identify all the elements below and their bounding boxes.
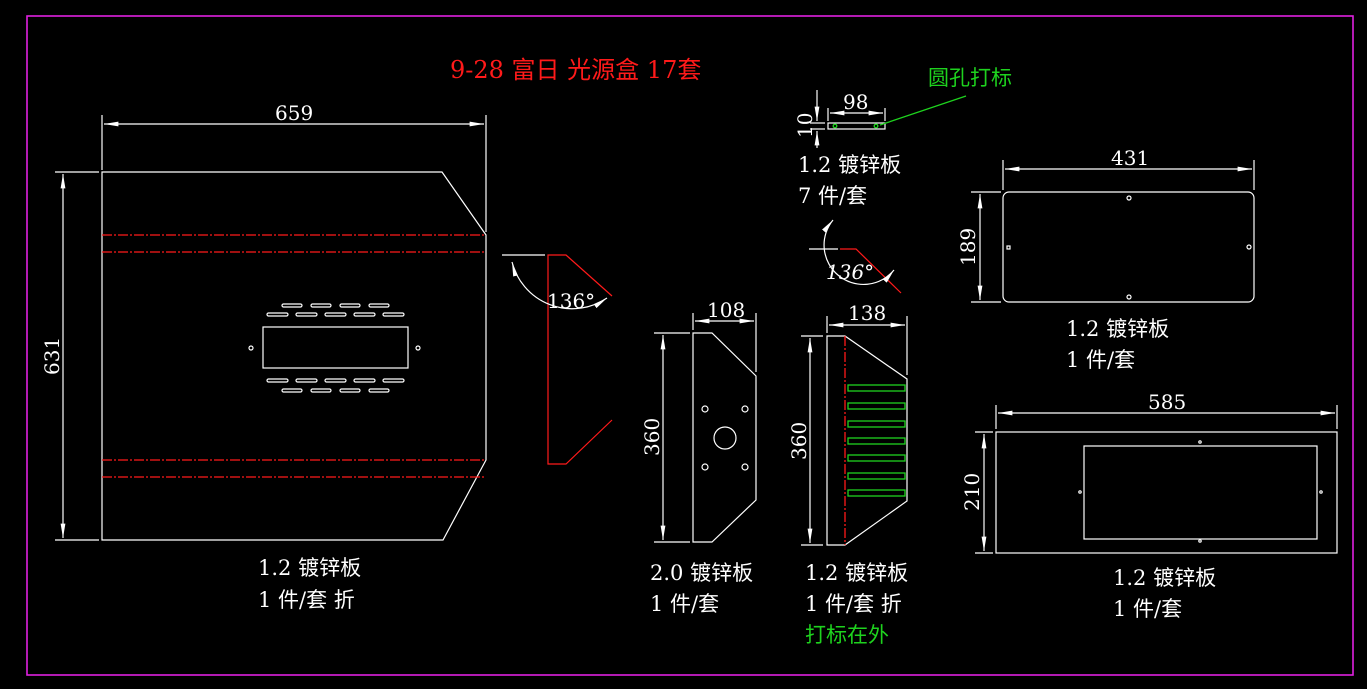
main-width-dim: 659 [275, 101, 313, 125]
strip-width-dim: 98 [843, 90, 868, 114]
marking-slots [847, 384, 906, 497]
strip-callout: 圆孔打标 [928, 66, 1012, 90]
window-height-dim: 210 [960, 473, 984, 511]
cover-width-dim: 431 [1111, 146, 1149, 170]
main-height-dim: 631 [40, 337, 64, 375]
drawing-frame [26, 15, 1354, 676]
end-plate: 108 360 [640, 298, 757, 543]
cover-label-1: 1.2 镀锌板 [1066, 317, 1169, 341]
window-label-2: 1 件/套 [1113, 597, 1182, 621]
cover-height-dim: 189 [956, 228, 980, 266]
main-panel: 659 631 [40, 101, 487, 541]
end-plate-height-dim: 360 [640, 418, 664, 456]
vent-slots [266, 303, 405, 393]
window-width-dim: 585 [1148, 390, 1186, 414]
strip-label-1: 1.2 镀锌板 [798, 153, 901, 177]
strip-label-2: 7 件/套 [798, 184, 867, 208]
strip-height-dim: 10 [793, 113, 817, 138]
marked-plate-width-dim: 138 [848, 301, 886, 325]
window-label-1: 1.2 镀锌板 [1113, 566, 1216, 590]
drawing-title: 9-28 富日 光源盒 17套 [450, 56, 701, 84]
marked-plate-label-3: 打标在外 [805, 623, 889, 647]
strip-angle-label: 136° [826, 260, 874, 284]
small-strip: 98 10 136° [793, 90, 967, 294]
end-plate-label-1: 2.0 镀锌板 [650, 561, 753, 585]
end-plate-label-2: 1 件/套 [650, 592, 719, 616]
bend-angle-label: 136° [547, 289, 595, 313]
bend-side-view: 136° [502, 254, 613, 465]
marked-plate-label-1: 1.2 镀锌板 [805, 561, 908, 585]
marked-plate-height-dim: 360 [787, 422, 811, 460]
cover-plate: 431 189 [956, 146, 1255, 303]
main-panel-label-2: 1 件/套 折 [258, 588, 355, 612]
marked-plate: 138 360 [787, 301, 908, 546]
end-plate-width-dim: 108 [707, 298, 745, 322]
cover-label-2: 1 件/套 [1066, 348, 1135, 372]
marked-plate-label-2: 1 件/套 折 [805, 592, 902, 616]
window-plate: 585 210 [960, 390, 1338, 554]
main-panel-label-1: 1.2 镀锌板 [258, 556, 361, 580]
